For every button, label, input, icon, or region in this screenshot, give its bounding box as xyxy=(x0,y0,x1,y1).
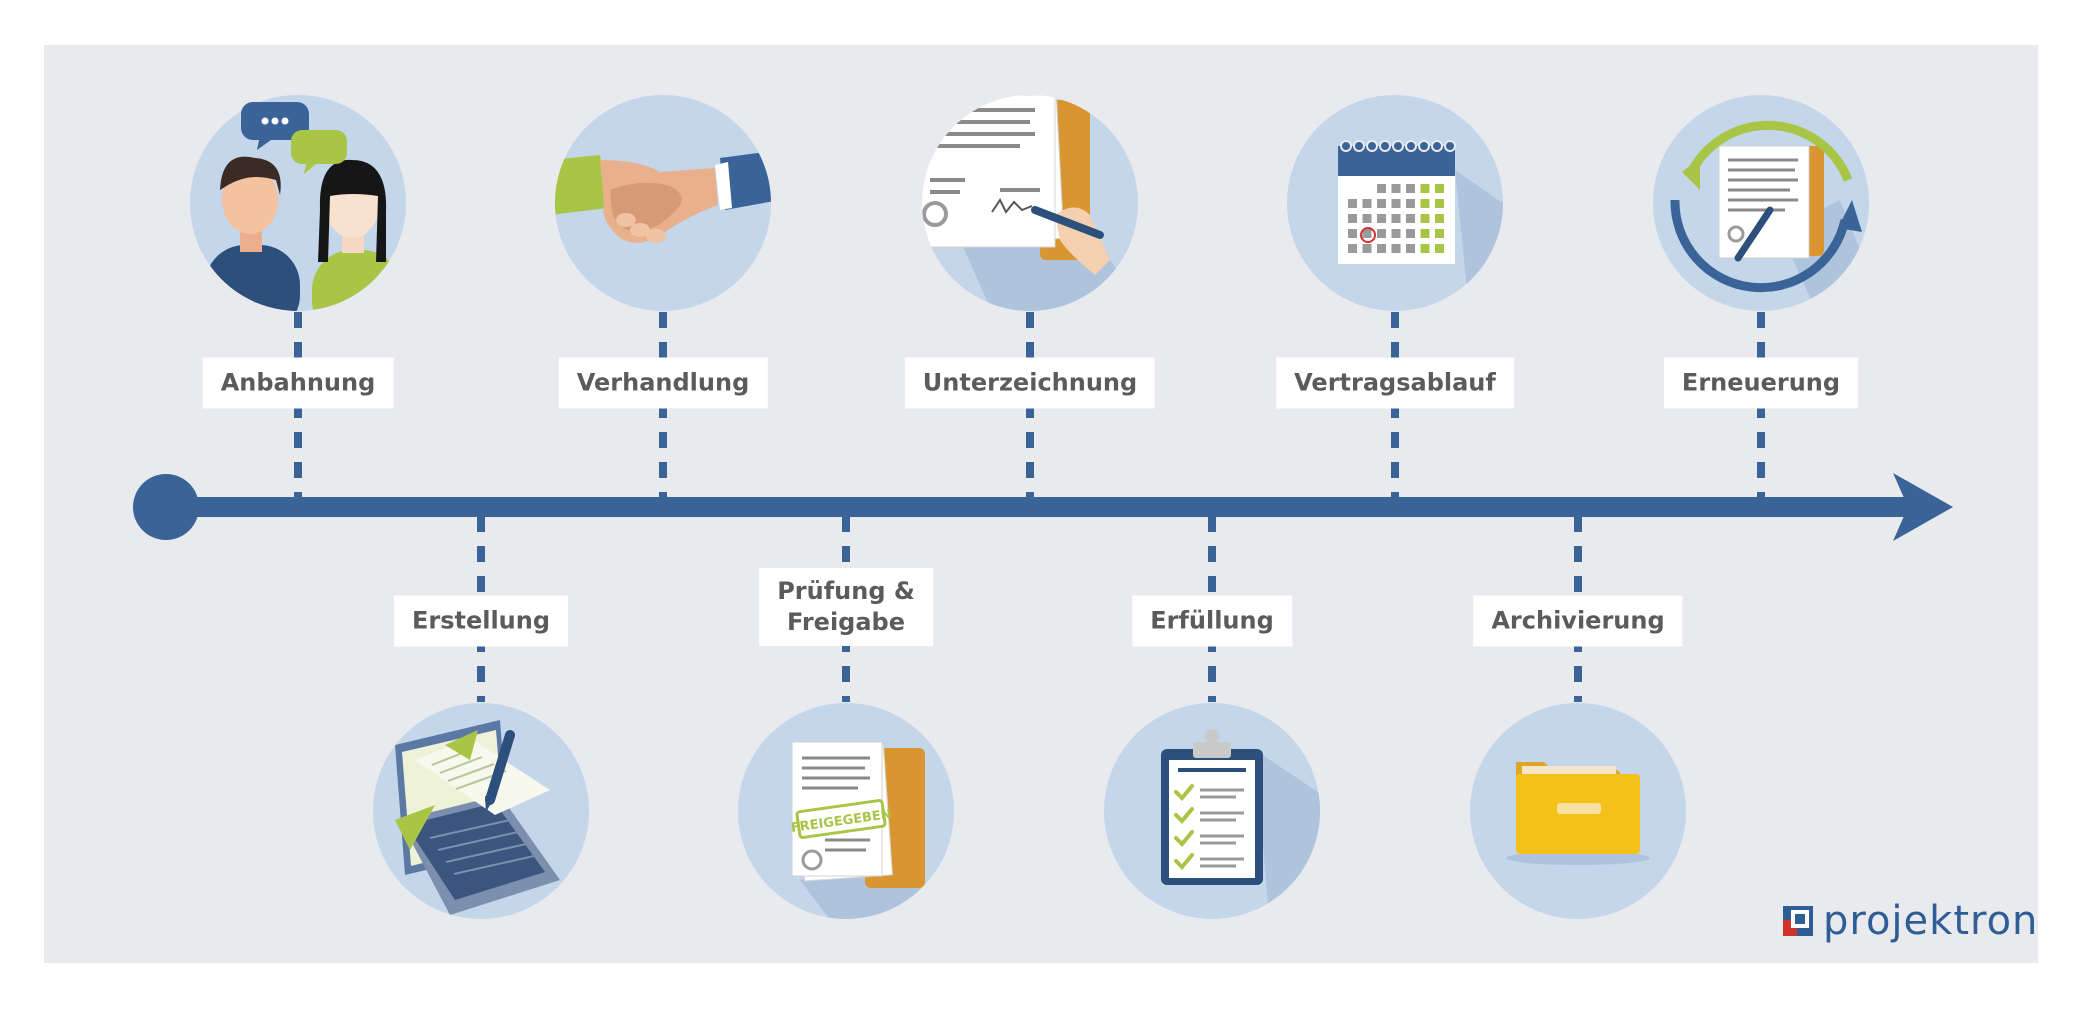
stage-label-erstellung: Erstellung xyxy=(393,595,569,647)
calendar-day xyxy=(1420,229,1430,238)
signing-icon xyxy=(922,95,1138,311)
calendar-day xyxy=(1406,184,1415,193)
stage-label-erfuellung: Erfüllung xyxy=(1132,595,1292,647)
brand-name: projektron xyxy=(1823,898,2039,944)
stage-label-verhandlung: Verhandlung xyxy=(558,357,768,409)
stage-label-pruefung: Prüfung & Freigabe xyxy=(759,568,933,646)
calendar-day xyxy=(1391,199,1401,208)
calendar-day xyxy=(1406,199,1415,208)
calendar-day xyxy=(1406,244,1415,253)
calendar-day xyxy=(1420,244,1430,253)
calendar-day xyxy=(1362,229,1372,238)
calendar-day xyxy=(1435,244,1444,253)
timeline-arrowhead xyxy=(1893,473,1953,541)
calendar-day xyxy=(1377,229,1386,238)
renewal-cycle-icon xyxy=(1653,95,1869,311)
checklist-clipboard-icon xyxy=(1104,703,1320,919)
stage-label-vertragsablauf: Vertragsablauf xyxy=(1276,357,1514,409)
calendar-day xyxy=(1377,244,1386,253)
handshake-icon xyxy=(555,95,771,311)
calendar-day xyxy=(1362,199,1372,208)
calendar-day xyxy=(1348,199,1357,208)
calendar-icon xyxy=(1287,95,1503,311)
calendar-day xyxy=(1406,229,1415,238)
stage-label-unterzeichnung: Unterzeichnung xyxy=(904,357,1156,409)
calendar-day xyxy=(1435,229,1444,238)
calendar-day xyxy=(1435,184,1444,193)
approved-document-icon: FREIGEGEBEN xyxy=(738,703,954,919)
calendar-day xyxy=(1377,184,1386,193)
calendar-day xyxy=(1420,214,1430,223)
calendar-day xyxy=(1348,229,1357,238)
calendar-day xyxy=(1348,214,1357,223)
calendar-day xyxy=(1420,184,1430,193)
folder-icon xyxy=(1470,703,1686,919)
conversation-icon xyxy=(190,95,406,311)
calendar-day xyxy=(1435,199,1444,208)
calendar-day xyxy=(1377,199,1386,208)
calendar-day xyxy=(1406,214,1415,223)
projektron-logo: projektron xyxy=(1783,896,2038,946)
calendar-day xyxy=(1391,229,1401,238)
calendar-day xyxy=(1362,214,1372,223)
calendar-day xyxy=(1391,214,1401,223)
stage-label-archivierung: Archivierung xyxy=(1473,595,1683,647)
calendar-day xyxy=(1348,244,1357,253)
timeline-start-dot xyxy=(133,474,199,540)
calendar-day xyxy=(1362,244,1372,253)
calendar-day xyxy=(1377,214,1386,223)
calendar-day xyxy=(1391,184,1401,193)
timeline-axis xyxy=(133,473,1953,541)
projektron-logo-mark-icon xyxy=(1783,906,1813,936)
calendar-day xyxy=(1391,244,1401,253)
laptop-document-icon xyxy=(373,703,589,919)
calendar-day xyxy=(1420,199,1430,208)
calendar-day xyxy=(1435,214,1444,223)
stage-label-erneuerung: Erneuerung xyxy=(1663,357,1859,409)
stage-label-anbahnung: Anbahnung xyxy=(202,357,394,409)
